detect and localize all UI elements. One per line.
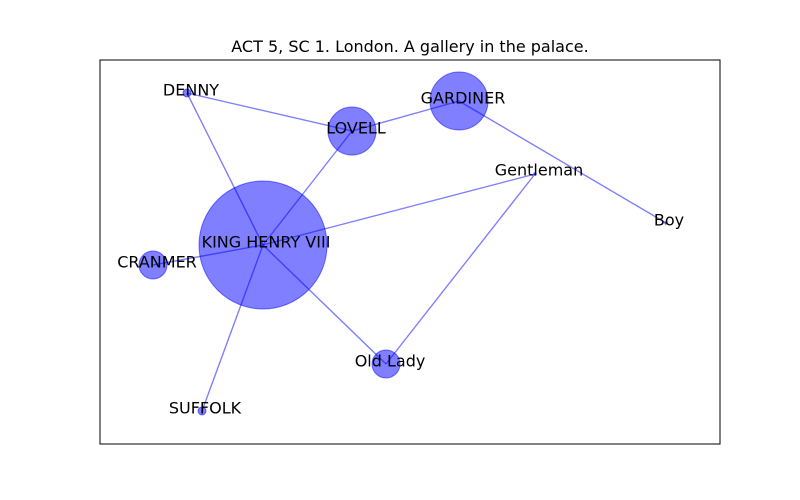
node-suffolk xyxy=(197,406,207,416)
node-label-gardiner: GARDINER xyxy=(421,89,506,108)
edge-gentleman-old_lady xyxy=(385,173,536,365)
node-cranmer xyxy=(138,250,168,280)
node-label-boy: Boy xyxy=(654,211,684,230)
node-label-cranmer: CRANMER xyxy=(117,253,197,272)
node-label-gentleman: Gentleman xyxy=(495,161,583,180)
node-gentleman xyxy=(533,172,537,176)
node-label-denny: DENNY xyxy=(163,81,219,100)
plot-frame xyxy=(99,59,721,445)
node-denny xyxy=(182,88,192,98)
node-lovell xyxy=(327,106,377,156)
node-label-old_lady: Old Lady xyxy=(355,352,426,371)
node-gardiner xyxy=(429,71,489,131)
node-boy xyxy=(664,221,668,225)
node-label-suffolk: SUFFOLK xyxy=(169,399,242,418)
node-label-lovell: LOVELL xyxy=(326,119,386,138)
node-layer xyxy=(138,71,668,416)
node-king_henry xyxy=(198,180,328,310)
diagram-title: ACT 5, SC 1. London. A gallery in the pa… xyxy=(231,37,588,56)
edge-denny-lovell xyxy=(186,92,353,132)
node-old_lady xyxy=(371,349,401,379)
node-label-king_henry: KING HENRY VIII xyxy=(202,233,331,252)
edge-gardiner-boy xyxy=(458,100,667,224)
label-layer: KING HENRY VIII GARDINER LOVELL CRANMER Old … xyxy=(117,81,684,418)
